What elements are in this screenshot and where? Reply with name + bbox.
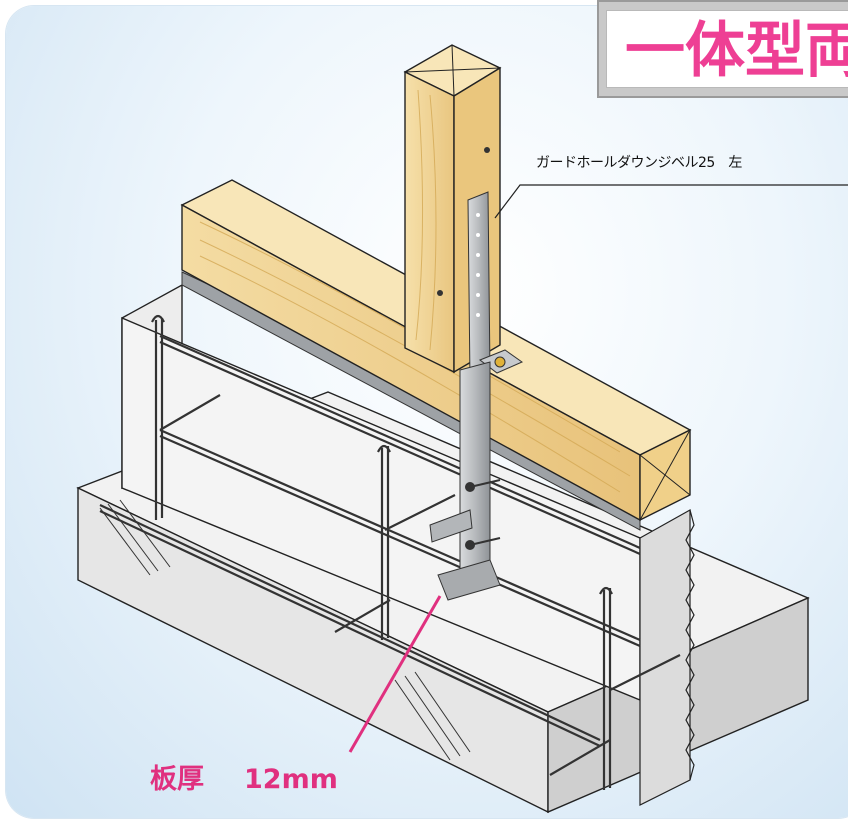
page-title: 一体型両 (625, 16, 848, 86)
hold-down-bracket (429, 191, 524, 601)
callout-label: ガードホールダウンジベル25 左 (536, 155, 742, 171)
title-box-inner: 一体型両 (606, 10, 848, 88)
title-box: 一体型両 (597, 0, 848, 98)
thickness-title: 板厚 (150, 764, 204, 795)
thickness-leader-line (348, 595, 442, 753)
rebar (99, 314, 681, 790)
thickness-value: 12mm (244, 764, 338, 795)
callout-leader-line (494, 184, 848, 219)
thickness-label: 板厚 12mm (150, 757, 338, 796)
